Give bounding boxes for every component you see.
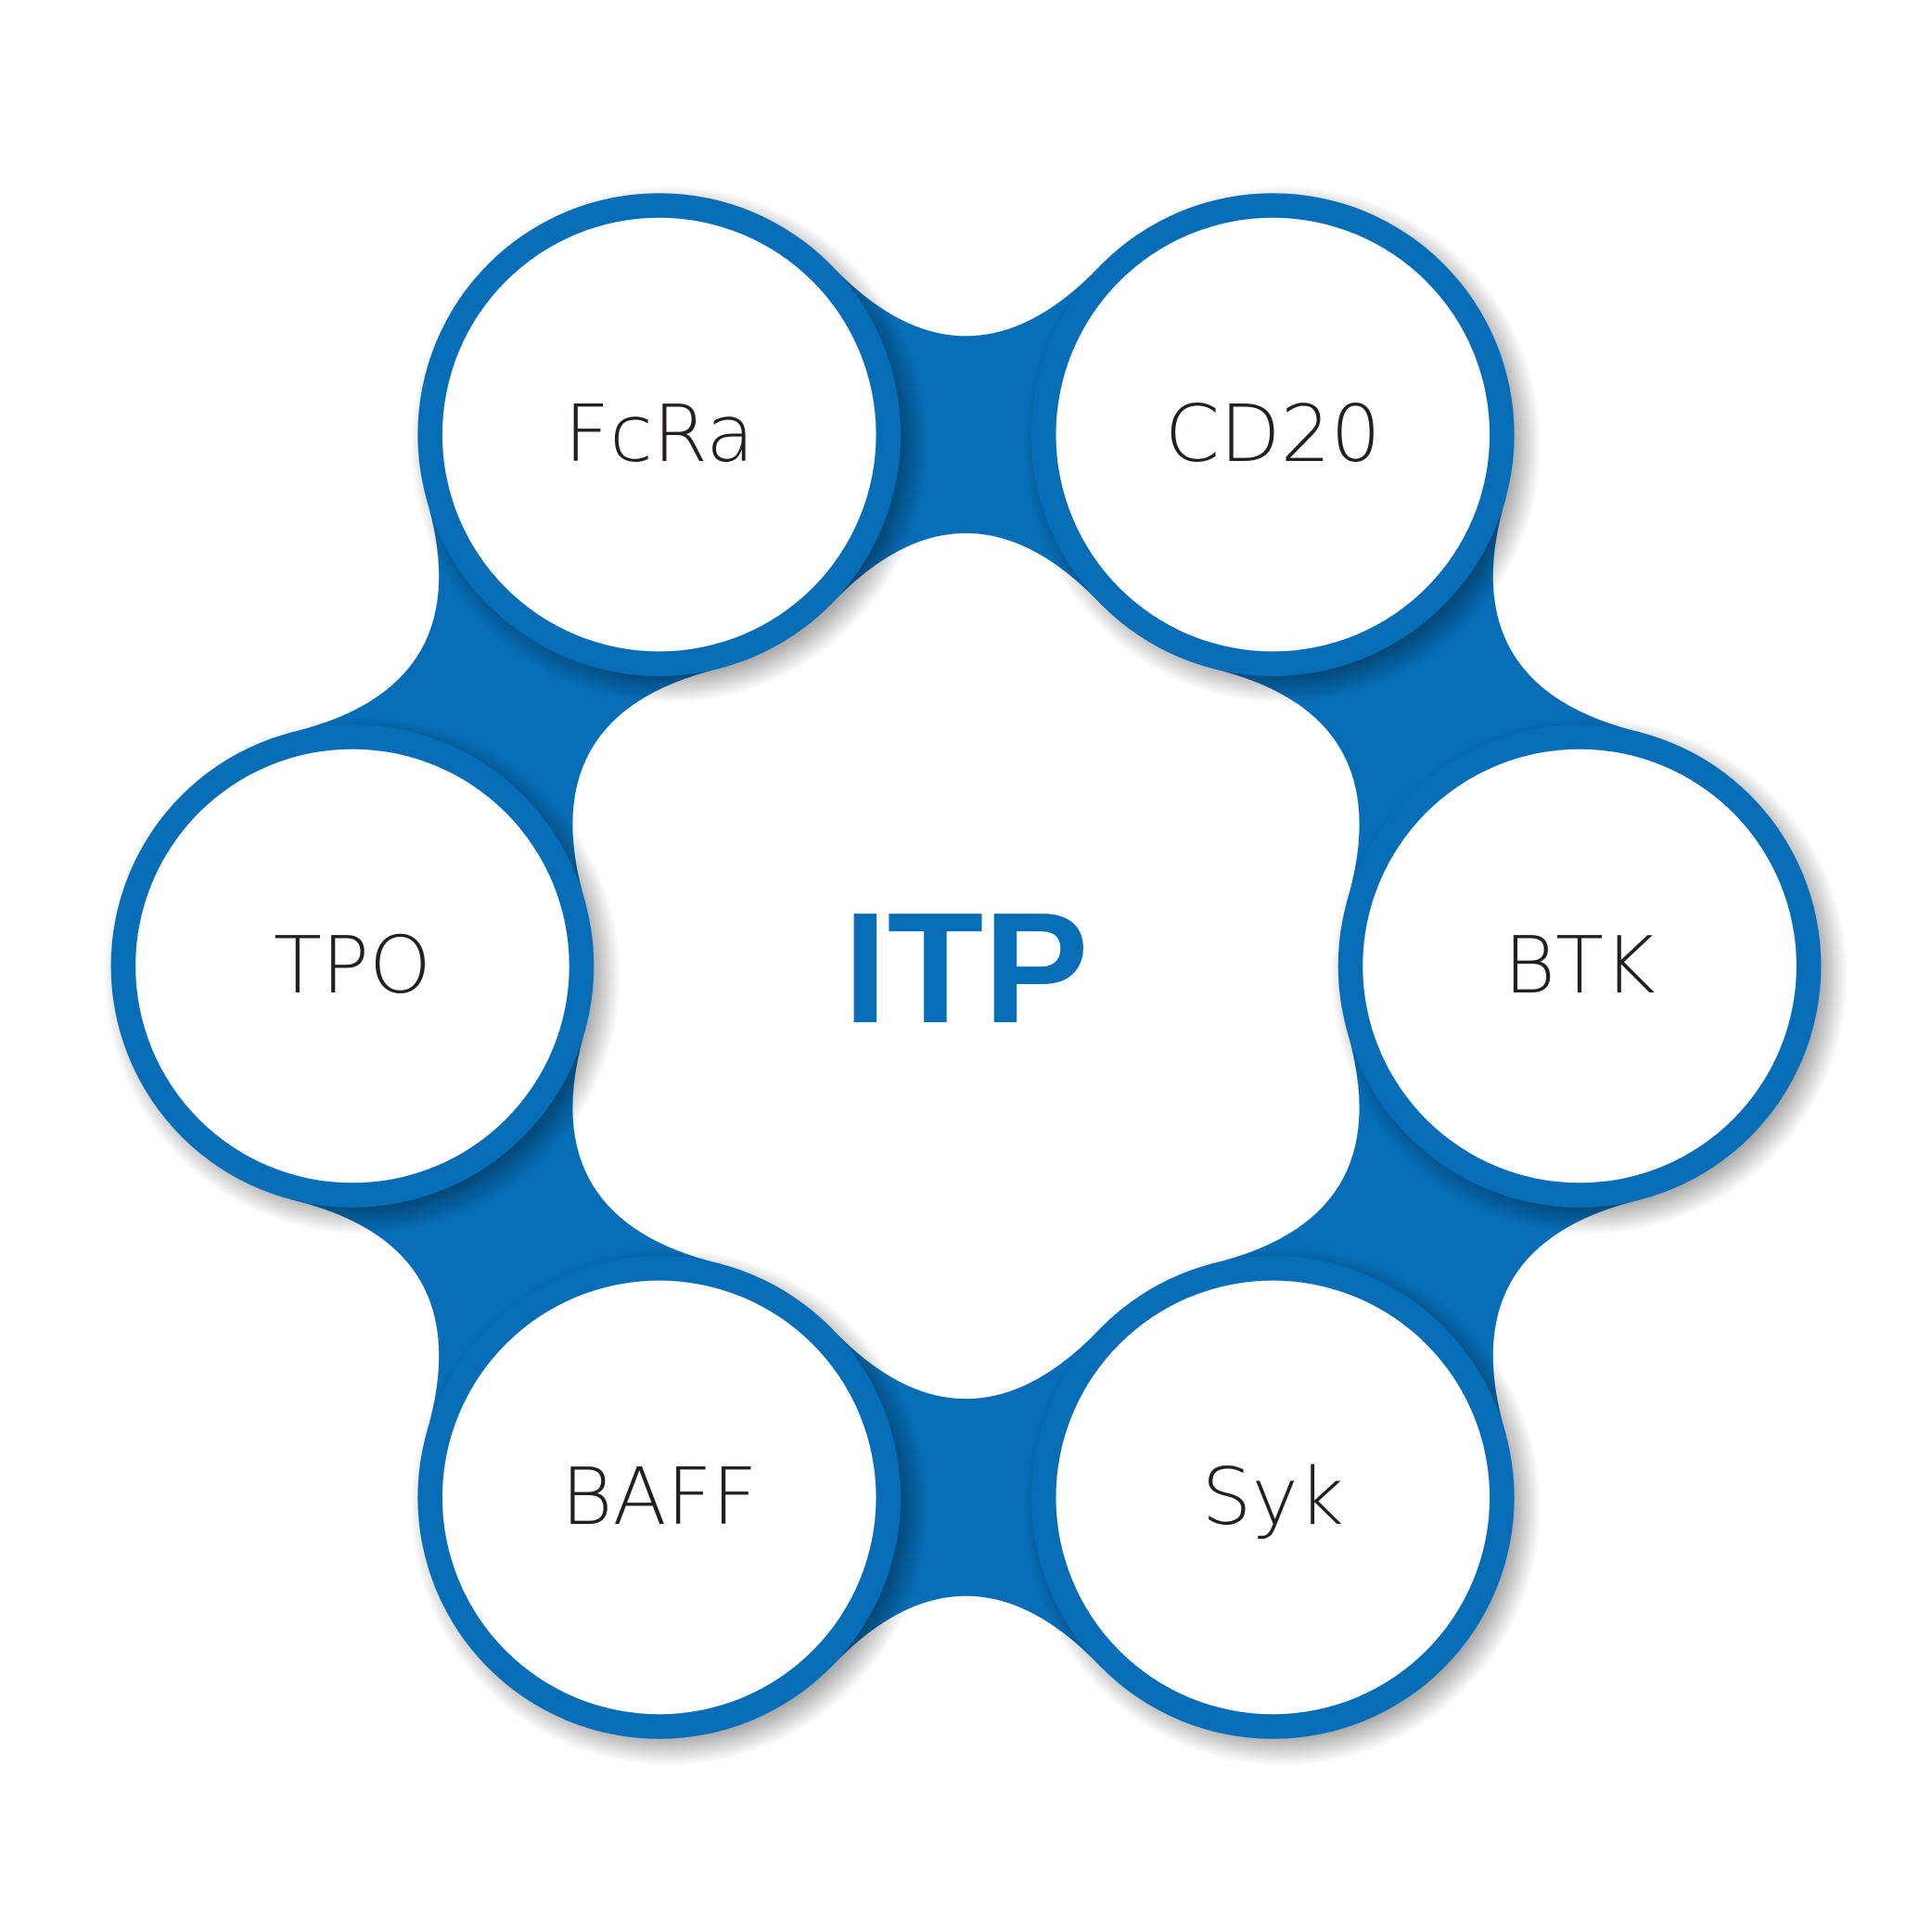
- node-label: BTK: [1503, 920, 1655, 1012]
- connector-bridge: [289, 496, 723, 904]
- node-circle: [441, 1280, 876, 1715]
- node-fcra: FcRa: [441, 217, 876, 652]
- node-syk: Syk: [1056, 1280, 1491, 1715]
- node-baff: BAFF: [441, 1280, 876, 1715]
- node-label: BAFF: [561, 1452, 758, 1543]
- center-label: ITP: [843, 880, 1089, 1056]
- node-circle: [1056, 1280, 1491, 1715]
- node-label: FcRa: [564, 389, 754, 480]
- node-label: Syk: [1202, 1452, 1345, 1543]
- node-circle: [135, 748, 569, 1184]
- node-circle: [441, 217, 876, 652]
- node-btk: BTK: [1363, 748, 1797, 1184]
- node-circle: [1056, 217, 1491, 652]
- connector-bridge: [1209, 496, 1643, 904]
- connector-bridge: [289, 1028, 723, 1436]
- node-circle: [1363, 748, 1797, 1184]
- node-label: CD20: [1165, 389, 1381, 480]
- node-label: TPO: [274, 920, 431, 1012]
- node-cd20: CD20: [1056, 217, 1491, 652]
- node-tpo: TPO: [135, 748, 569, 1184]
- connector-bridge: [1209, 1028, 1643, 1436]
